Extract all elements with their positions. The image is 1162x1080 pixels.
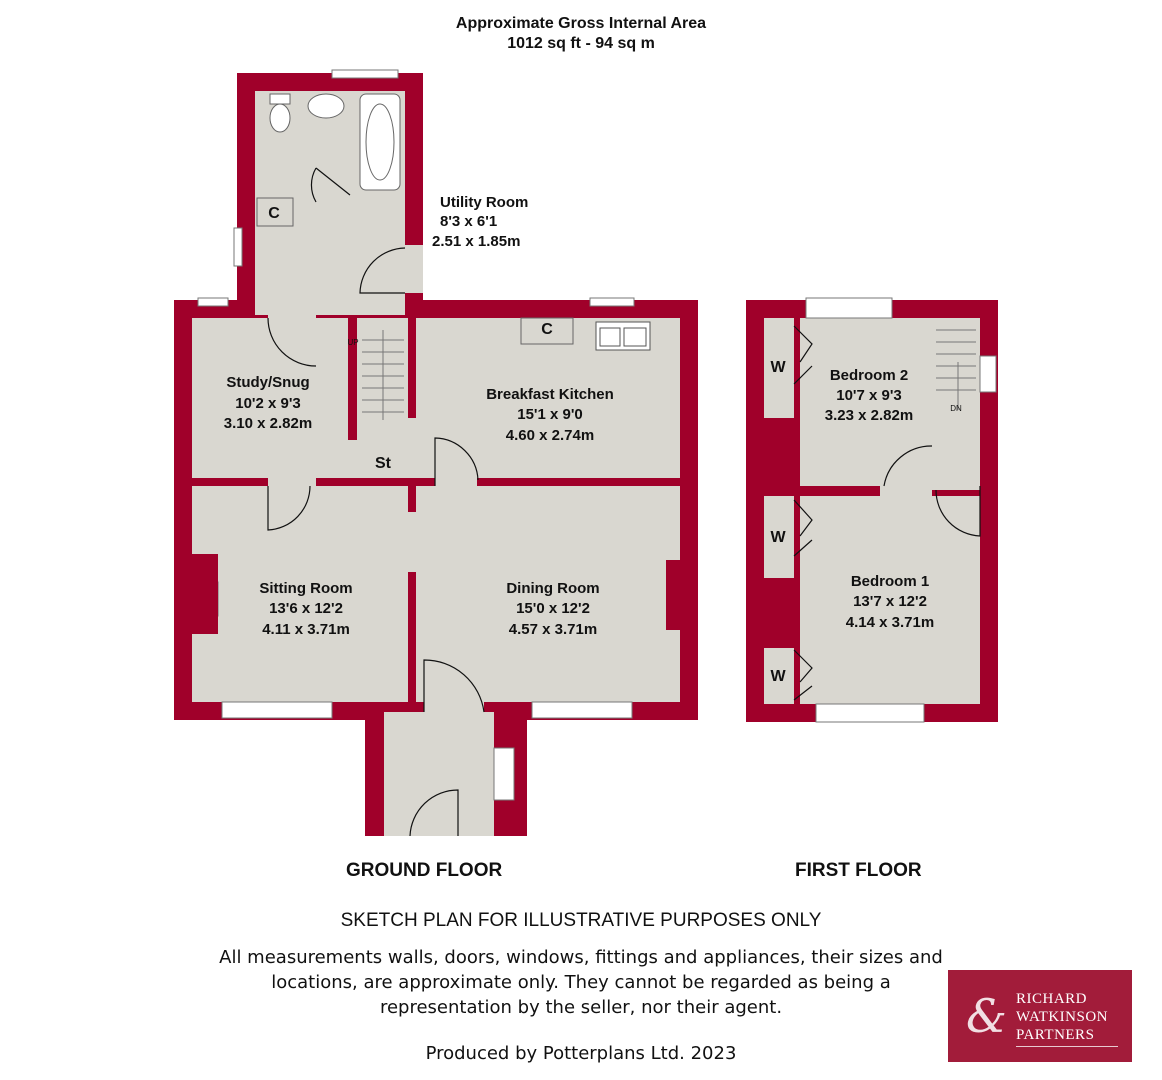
bath-basin: [365, 103, 395, 181]
study-name: Study/Snug: [226, 374, 309, 391]
room-labels: Utility Room 8'3 x 6'1 2.51 x 1.85m Stud…: [224, 194, 934, 638]
cupboard-utility-label: C: [268, 205, 280, 222]
store-label: St: [375, 455, 392, 472]
cupboard-shapes: [256, 197, 574, 345]
bedroom1-imperial: 13'7 x 12'2: [853, 593, 927, 610]
wardrobe-label-1: W: [770, 359, 786, 376]
bath: [359, 93, 401, 191]
disclaimer-line-2: locations, are approximate only. They ca…: [271, 972, 891, 993]
study-floor: [192, 318, 348, 478]
first-floor-label: FIRST FLOOR: [795, 860, 922, 881]
toilet-cistern: [269, 93, 291, 105]
study-imperial: 10'2 x 9'3: [235, 395, 301, 412]
stairs-down-label: DN: [950, 404, 962, 413]
bedroom2-floor: [800, 318, 932, 486]
area-value: 1012 sq ft - 94 sq m: [507, 35, 655, 52]
wardrobe-top: [764, 318, 794, 418]
porch-floor: [384, 712, 494, 836]
disclaimer-line-1: All measurements walls, doors, windows, …: [219, 947, 943, 968]
dining-imperial: 15'0 x 12'2: [516, 600, 590, 617]
store-floor: [348, 440, 408, 478]
kitchen-imperial: 15'1 x 9'0: [517, 406, 583, 423]
bedroom2-name: Bedroom 2: [830, 367, 908, 384]
stairs-up-label: UP: [347, 338, 358, 347]
kitchen-metric: 4.60 x 2.74m: [506, 427, 594, 444]
floor-plan: Utility Room 8'3 x 6'1 2.51 x 1.85m Stud…: [174, 69, 998, 837]
sink: [307, 93, 345, 119]
ground-floor-chimneys: [192, 554, 684, 634]
utility-name: Utility Room: [440, 194, 528, 211]
disclaimer-line-3: representation by the seller, nor their …: [379, 997, 783, 1018]
logo-line-1: RICHARD: [1016, 991, 1088, 1007]
ground-doors: [267, 167, 485, 837]
logo-wordmark: RICHARD WATKINSON PARTNERS: [1016, 990, 1108, 1044]
logo-monogram: &: [966, 989, 1007, 1043]
kitchen-name: Breakfast Kitchen: [486, 386, 614, 403]
wardrobe-bottom: [764, 648, 794, 704]
wardrobe-label-2: W: [770, 529, 786, 546]
sitting-imperial: 13'6 x 12'2: [269, 600, 343, 617]
landing-floor: [932, 318, 980, 490]
bedroom1-metric: 4.14 x 3.71m: [846, 614, 934, 631]
utility-metric: 2.51 x 1.85m: [432, 233, 520, 250]
agent-logo: & RICHARD WATKINSON PARTNERS: [948, 970, 1132, 1062]
sitting-metric: 4.11 x 3.71m: [262, 621, 350, 638]
dining-metric: 4.57 x 3.71m: [509, 621, 597, 638]
disclaimer-text: All measurements walls, doors, windows, …: [200, 945, 962, 1020]
toilet: [269, 103, 291, 133]
first-floor-windows: [805, 297, 997, 723]
area-title: Approximate Gross Internal Area: [455, 15, 707, 32]
logo-rule: [1016, 1046, 1118, 1047]
area-heading: Approximate Gross Internal Area 1012 sq …: [0, 14, 1162, 54]
sitting-floor: [192, 486, 408, 702]
first-stairs: [936, 329, 976, 410]
producer-credit: Produced by Potterplans Ltd. 2023: [425, 1043, 737, 1064]
wardrobe-mid: [764, 496, 794, 578]
ground-floor-label: GROUND FLOOR: [346, 860, 503, 881]
first-floor-rooms: [764, 318, 980, 704]
stair-labels: UP DN: [347, 338, 962, 413]
bedroom2-metric: 3.23 x 2.82m: [825, 407, 913, 424]
bedroom2-imperial: 10'7 x 9'3: [836, 387, 902, 404]
bedroom1-name: Bedroom 1: [851, 573, 929, 590]
logo-line-3: PARTNERS: [1016, 1027, 1095, 1043]
landing-opening: [880, 486, 932, 496]
study-metric: 3.10 x 2.82m: [224, 415, 312, 432]
ground-stairs: [362, 330, 404, 420]
dining-floor: [416, 486, 680, 702]
first-doors: [793, 325, 981, 701]
bathroom-fittings: [269, 93, 401, 191]
utility-imperial: 8'3 x 6'1: [440, 213, 497, 230]
cupboard-kitchen-label: C: [541, 321, 553, 338]
wardrobe-label-3: W: [770, 668, 786, 685]
bedroom1-floor: [800, 496, 980, 704]
disclaimer-heading: SKETCH PLAN FOR ILLUSTRATIVE PURPOSES ON…: [340, 910, 822, 931]
sitting-name: Sitting Room: [259, 580, 352, 597]
logo-line-2: WATKINSON: [1016, 1009, 1108, 1025]
dining-name: Dining Room: [506, 580, 599, 597]
kitchen-sink: [595, 321, 651, 351]
ground-floor-openings: [268, 245, 484, 712]
marker-labels: C C St W W W: [268, 205, 786, 685]
